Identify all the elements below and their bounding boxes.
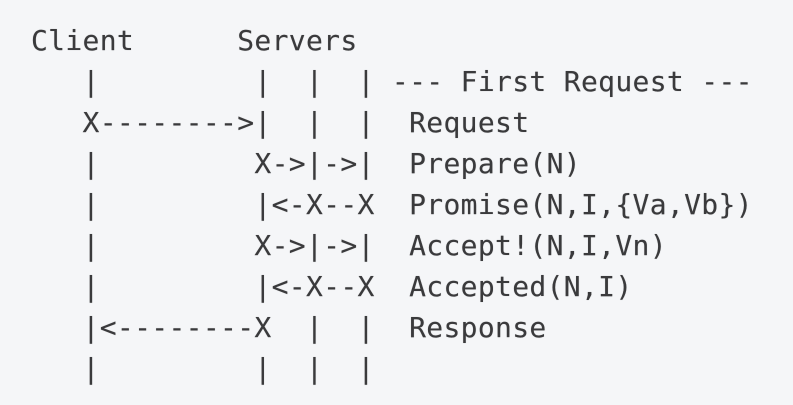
diagram-accepted-line: | |<-X--X Accepted(N,I) [31,270,633,303]
diagram-column-headers: Client Servers [31,24,358,57]
diagram-response-line: |<--------X | | Response [31,311,547,344]
diagram-phase-label-line: | | | | --- First Request --- [31,65,753,98]
diagram-request-line: X-------->| | | Request [31,106,530,139]
diagram-prepare-line: | X->|->| Prepare(N) [31,147,581,180]
diagram-promise-line: | |<-X--X Promise(N,I,{Va,Vb}) [31,188,753,221]
diagram-lifelines-footer-line: | | | | [31,352,375,385]
diagram-accept-line: | X->|->| Accept!(N,I,Vn) [31,229,667,262]
